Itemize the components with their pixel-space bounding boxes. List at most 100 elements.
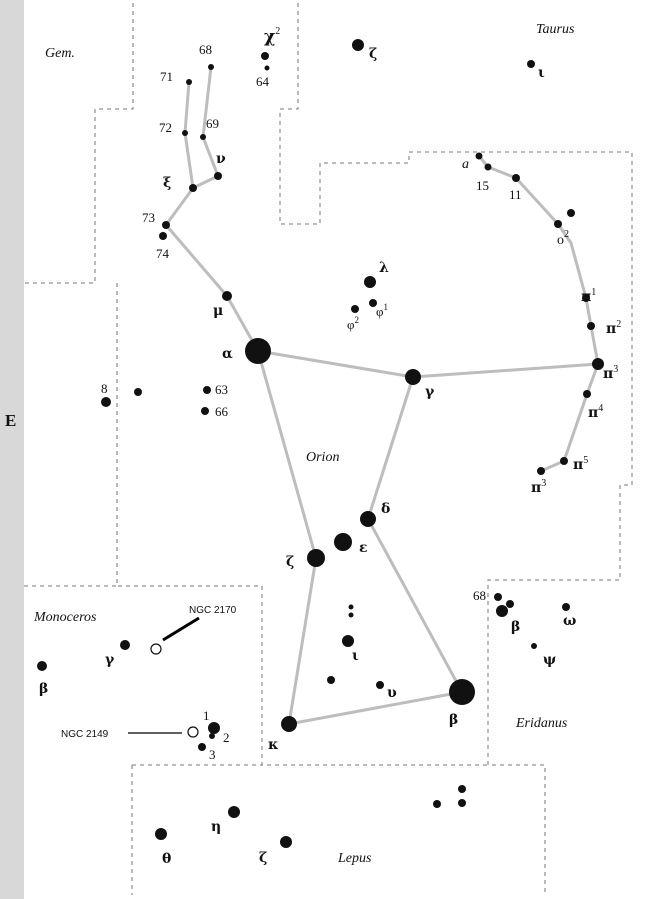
label-taurus-omicron2: ο2: [557, 229, 569, 248]
label-8: 8: [101, 381, 108, 396]
label-phi2: φ2: [347, 315, 359, 332]
label-upsilon: υ: [387, 685, 397, 701]
star-pi4: [583, 390, 591, 398]
label-monoceros-gamma: γ: [105, 652, 115, 668]
star-sword-lower: [348, 612, 354, 618]
star-pi1: [582, 294, 590, 302]
label-taurus-11: 11: [509, 187, 522, 202]
star-73: [162, 221, 170, 229]
label-eridanus: Eridanus: [515, 716, 568, 731]
star-taurus-15: [484, 163, 492, 171]
label-xi: ξ: [163, 175, 171, 191]
star-66: [201, 407, 209, 415]
ngc-2149-marker: [187, 726, 199, 738]
label-71: 71: [160, 69, 173, 84]
label-kappa: κ: [268, 737, 279, 753]
label-chi2: χ2: [264, 26, 280, 47]
label-pi4: π4: [588, 403, 603, 421]
chart-margin-strip: [0, 0, 24, 899]
lepus-star-labels: η θ ζ: [162, 819, 267, 867]
star-lepus-theta: [155, 828, 167, 840]
star-lepus-eta: [228, 806, 240, 818]
star-68: [208, 64, 214, 70]
star-alnilam-epsilon: [334, 533, 352, 551]
star-72: [182, 130, 188, 136]
star-eridanus-68: [494, 593, 502, 601]
star-monoceros-1: [208, 722, 220, 734]
star-sword-upper: [348, 604, 354, 610]
star-alnitak-zeta: [307, 549, 325, 567]
star-lepus-zeta: [280, 836, 292, 848]
label-68: 68: [199, 42, 212, 57]
boundary-lepus: [131, 764, 262, 895]
star-phi1: [369, 299, 377, 307]
star-upsilon: [376, 681, 384, 689]
taurus-star-labels: ζ ι a 15 11 ο2: [369, 46, 569, 248]
star-74: [159, 232, 167, 240]
star-mintaka-delta: [360, 511, 376, 527]
label-gamma: γ: [425, 384, 435, 400]
star-unnamed-west: [134, 388, 142, 396]
label-zeta: ζ: [286, 554, 294, 570]
stars: [37, 39, 604, 848]
label-lepus-zeta: ζ: [259, 850, 267, 866]
label-taurus-zeta: ζ: [369, 46, 377, 62]
star-xi: [189, 184, 197, 192]
star-iota: [342, 635, 354, 647]
star-saiph-kappa: [281, 716, 297, 732]
label-gemini: Gem.: [45, 46, 75, 61]
star-pi3: [592, 358, 604, 370]
star-69: [200, 134, 206, 140]
orion-stick-figure: [164, 65, 600, 726]
label-delta: δ: [381, 501, 390, 517]
label-pi3: π3: [603, 364, 618, 382]
star-lepus-a: [458, 785, 466, 793]
label-taurus-a: a: [462, 157, 469, 172]
star-taurus-11: [512, 174, 520, 182]
label-lepus: Lepus: [337, 851, 372, 866]
star-mu: [222, 291, 232, 301]
label-64: 64: [256, 74, 270, 89]
boundary-gemini-orion: [24, 3, 134, 284]
star-taurus-iota: [527, 60, 535, 68]
label-iota: ι: [352, 648, 359, 664]
star-eridanus-omega: [562, 603, 570, 611]
label-monoceros-3: 3: [209, 747, 216, 762]
star-lepus-c: [458, 799, 466, 807]
star-pi2: [587, 322, 595, 330]
star-betelgeuse-alpha: [245, 338, 271, 364]
star-42-orionis: [327, 676, 335, 684]
label-monoceros: Monoceros: [33, 610, 97, 625]
label-mu: μ: [213, 303, 223, 319]
star-rigel-beta: [449, 679, 475, 705]
star-taurus-omicron2-b: [554, 220, 562, 228]
star-eridanus-68b: [506, 600, 514, 608]
label-alpha: α: [222, 346, 233, 362]
label-lepus-eta: η: [211, 819, 221, 835]
label-lepus-theta: θ: [162, 851, 171, 867]
label-ngc-2149: NGC 2149: [61, 729, 109, 740]
star-monoceros-gamma: [120, 640, 130, 650]
star-bellatrix-gamma: [405, 369, 421, 385]
label-eridanus-beta: β: [511, 619, 520, 635]
star-taurus-omicron2-a: [567, 209, 575, 217]
star-pi5: [560, 457, 568, 465]
label-ngc-2170: NGC 2170: [189, 605, 237, 616]
label-orion: Orion: [306, 450, 339, 465]
eridanus-star-labels: 68 β ω ψ: [473, 588, 576, 668]
star-8: [101, 397, 111, 407]
star-nu: [214, 172, 222, 180]
boundary-orion-taurus-north: [279, 3, 633, 895]
east-direction-marker: E: [5, 411, 16, 430]
label-74: 74: [156, 246, 170, 261]
label-66: 66: [215, 404, 229, 419]
label-phi1: φ1: [376, 302, 388, 319]
star-63: [203, 386, 211, 394]
label-72: 72: [159, 120, 172, 135]
label-taurus-iota: ι: [538, 65, 545, 81]
label-63: 63: [215, 382, 228, 397]
label-beta: β: [449, 712, 458, 728]
monoceros-star-labels: γ β 1 2 3: [39, 652, 230, 762]
star-71: [186, 79, 192, 85]
